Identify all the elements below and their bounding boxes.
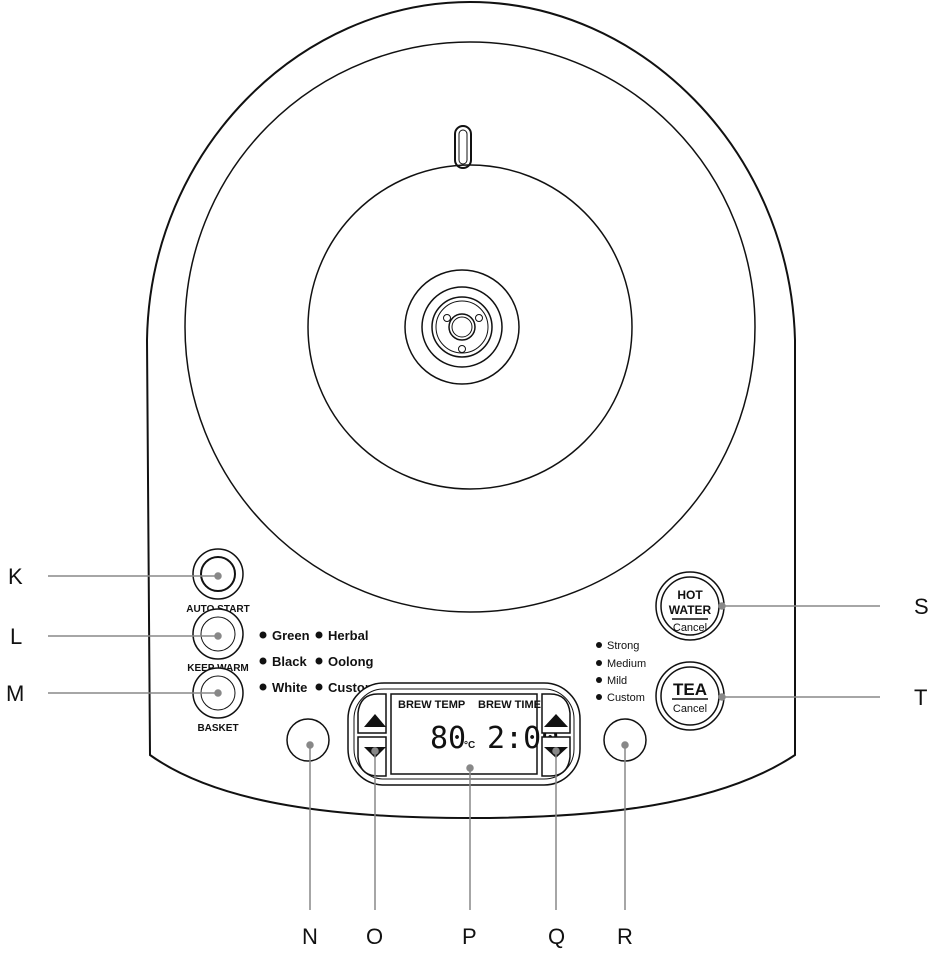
- tea-type-item: Herbal: [328, 628, 368, 643]
- brew-temp-label: BREW TEMP: [398, 699, 465, 711]
- slot-indicator-inner: [458, 129, 468, 165]
- tea-type-item: White: [272, 680, 307, 695]
- strength-item: Custom: [607, 692, 645, 704]
- tea-cancel-label: Cancel: [673, 703, 707, 715]
- slot-indicator: [454, 125, 472, 169]
- basket-label: BASKET: [197, 723, 238, 734]
- strength-list: Strong Medium Mild Custom: [596, 640, 646, 704]
- callout-t: T: [914, 685, 927, 710]
- tea-type-button[interactable]: [286, 718, 330, 762]
- tea-label: TEA: [673, 680, 707, 699]
- callout-q: Q: [548, 924, 565, 949]
- kettle-plate-outer: [184, 41, 756, 613]
- control-panel: [347, 682, 581, 786]
- temperature-value: 80: [430, 721, 466, 756]
- tea-type-item: Green: [272, 628, 310, 643]
- power-connector: [404, 269, 520, 385]
- callout-l: L: [10, 624, 22, 649]
- callout-k: K: [8, 564, 23, 589]
- tea-type-list: Green Herbal Black Oolong White Custom: [259, 628, 376, 695]
- base-outline: [145, 0, 796, 820]
- callout-n: N: [302, 924, 318, 949]
- strength-item: Strong: [607, 640, 639, 652]
- callout-r: R: [617, 924, 633, 949]
- tea-type-item: Black: [272, 654, 307, 669]
- lcd-display: [390, 693, 538, 775]
- callout-o: O: [366, 924, 383, 949]
- brew-time-label: BREW TIME: [478, 699, 541, 711]
- callout-m: M: [6, 681, 24, 706]
- hot-water-cancel-label: Cancel: [673, 622, 707, 634]
- callout-p: P: [462, 924, 477, 949]
- temperature-unit: °C: [464, 740, 475, 751]
- hot-water-label-2: WATER: [669, 603, 712, 617]
- temp-up-button[interactable]: [357, 693, 387, 734]
- strength-item: Medium: [607, 658, 646, 670]
- kettle-plate-inner: [307, 164, 633, 490]
- hot-water-button[interactable]: [655, 571, 725, 641]
- arrow-up-icon: [364, 714, 386, 727]
- strength-item: Mild: [607, 675, 627, 687]
- temp-down-button[interactable]: [357, 736, 387, 777]
- arrow-up-icon: [544, 714, 568, 727]
- callout-s: S: [914, 594, 929, 619]
- time-up-button[interactable]: [541, 693, 571, 734]
- hot-water-label-1: HOT: [677, 588, 703, 602]
- leader-lines: [48, 572, 880, 910]
- tea-type-item: Oolong: [328, 654, 374, 669]
